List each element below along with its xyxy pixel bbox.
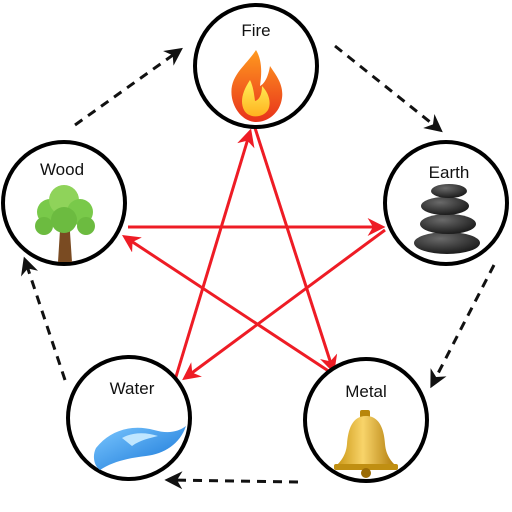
arrow-fire-to-metal [253, 127, 338, 374]
flame-icon [231, 50, 283, 122]
arrow-wood-to-fire [74, 47, 183, 127]
fire-label: Fire [241, 21, 270, 40]
arrow-metal-to-wood [121, 235, 331, 374]
arrow-metal-to-water [164, 471, 299, 490]
node-metal: Metal [303, 357, 429, 483]
node-wood: Wood [1, 140, 127, 266]
node-water: Water [66, 355, 192, 481]
generating-cycle [21, 44, 496, 490]
node-fire: Fire [193, 3, 319, 129]
arrow-water-to-wood [21, 256, 67, 381]
arrow-earth-to-water [182, 228, 386, 381]
metal-label: Metal [345, 382, 387, 401]
water-wave-icon [93, 426, 186, 470]
earth-label: Earth [429, 163, 470, 182]
tree-icon [35, 185, 95, 262]
node-earth: Earth [383, 140, 509, 266]
bell-icon [334, 410, 398, 478]
controlling-cycle [121, 127, 386, 381]
arrow-earth-to-metal [430, 264, 496, 389]
wood-label: Wood [40, 160, 84, 179]
arrow-water-to-fire [173, 128, 255, 381]
water-label: Water [110, 379, 155, 398]
arrow-fire-to-earth [334, 44, 443, 133]
stacked-stones-icon [414, 184, 480, 254]
